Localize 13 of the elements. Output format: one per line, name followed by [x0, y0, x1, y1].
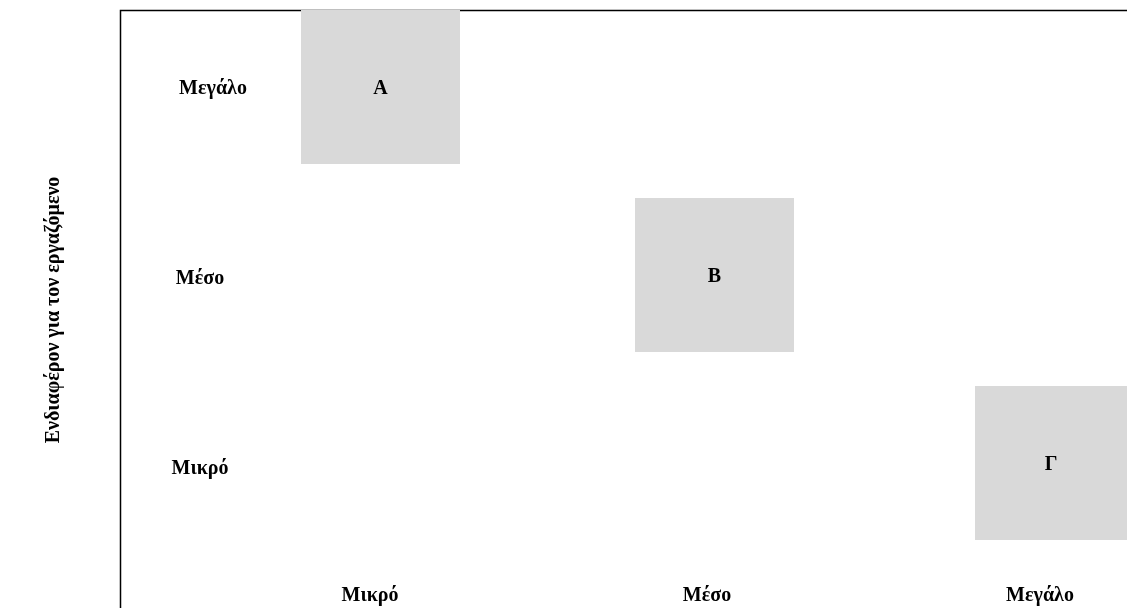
box-label: Γ	[1044, 451, 1058, 475]
column-label: Μεγάλο	[1006, 582, 1074, 606]
row-label: Μικρό	[171, 455, 229, 479]
box-label: Β	[707, 263, 722, 287]
quadrant-box	[301, 10, 460, 164]
row-label: Μέσο	[175, 265, 225, 289]
axis-title: Ενδιαφέρον για τον εργαζόμενο	[40, 176, 64, 444]
column-label: Μικρό	[341, 582, 399, 606]
quadrant-box	[975, 386, 1127, 540]
quadrant-box	[635, 198, 794, 352]
column-label: Μέσο	[682, 582, 732, 606]
box-label: Α	[373, 75, 388, 99]
row-label: Μεγάλο	[179, 75, 247, 99]
